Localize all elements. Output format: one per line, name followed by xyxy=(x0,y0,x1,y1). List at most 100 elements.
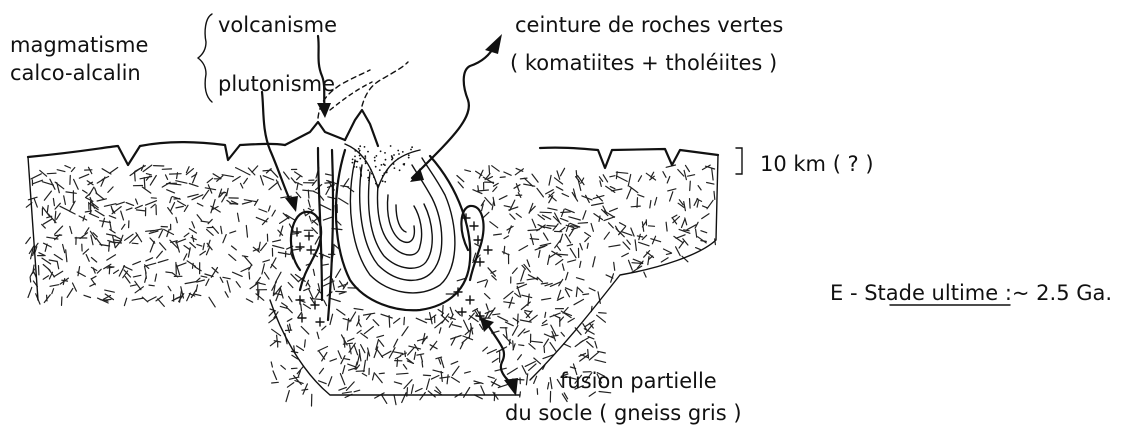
gneiss-dash xyxy=(133,261,141,264)
gneiss-dash xyxy=(637,198,638,208)
sediment-dot xyxy=(364,155,366,157)
gneiss-dash xyxy=(343,179,349,187)
gneiss-dash xyxy=(451,336,461,340)
sediment-dot xyxy=(352,162,354,164)
gneiss-dash xyxy=(487,350,496,354)
gneiss-dash xyxy=(548,383,549,389)
gneiss-dash xyxy=(517,283,524,284)
gneiss-dash xyxy=(336,269,341,277)
gneiss-dash xyxy=(422,362,423,367)
gneiss-dash xyxy=(697,199,702,201)
gneiss-dash xyxy=(146,258,153,261)
sediment-dot xyxy=(370,169,372,171)
gneiss-dash xyxy=(431,376,439,380)
gneiss-dash xyxy=(323,264,329,265)
gneiss-dash xyxy=(110,168,118,174)
gneiss-dash xyxy=(627,188,631,198)
gneiss-dash xyxy=(609,245,620,247)
gneiss-dash xyxy=(394,318,400,323)
gneiss-dash xyxy=(233,177,241,182)
gneiss-dash xyxy=(504,236,509,239)
sediment-dot xyxy=(381,164,383,166)
gneiss-dash xyxy=(610,208,618,211)
gneiss-dash xyxy=(148,297,156,301)
gneiss-dash xyxy=(414,352,415,359)
gneiss-dash xyxy=(289,296,292,301)
gneiss-dash xyxy=(500,177,505,178)
gneiss-dash xyxy=(321,205,331,210)
gneiss-dash xyxy=(220,277,223,282)
gneiss-dash xyxy=(411,385,413,394)
gneiss-dash xyxy=(236,282,240,288)
sediment-dot xyxy=(359,155,361,157)
gneiss-dash xyxy=(57,170,65,172)
gneiss-dash xyxy=(31,174,41,179)
gneiss-dash xyxy=(201,221,208,222)
gneiss-dash xyxy=(313,220,318,225)
gneiss-dash xyxy=(564,344,571,347)
gneiss-dash xyxy=(373,320,379,326)
gneiss-dash xyxy=(580,244,582,250)
gneiss-dash xyxy=(531,341,542,342)
gneiss-dash xyxy=(136,233,142,242)
gneiss-dash xyxy=(227,281,230,292)
gneiss-dash xyxy=(221,226,222,233)
gneiss-dash xyxy=(610,187,615,189)
gneiss-dash xyxy=(686,165,690,171)
label-ceinture-line1: ceinture de roches vertes xyxy=(515,13,783,37)
gneiss-dash xyxy=(668,189,676,191)
gneiss-dash xyxy=(348,338,354,341)
gneiss-dash xyxy=(273,371,277,380)
gneiss-dash xyxy=(324,300,327,305)
gneiss-dash xyxy=(197,203,203,206)
gneiss-dash xyxy=(71,168,74,172)
gneiss-dash xyxy=(562,194,568,197)
gneiss-dash xyxy=(55,235,62,236)
gneiss-dash xyxy=(159,230,163,238)
gneiss-dash xyxy=(442,306,443,316)
gneiss-dash xyxy=(166,272,172,273)
gneiss-dash xyxy=(698,237,707,243)
gneiss-dash xyxy=(381,314,392,318)
gneiss-dash xyxy=(126,208,132,210)
gneiss-dash xyxy=(409,346,421,349)
gneiss-dash xyxy=(158,260,168,263)
gneiss-dash xyxy=(548,255,550,264)
gneiss-dash xyxy=(570,249,576,258)
gneiss-dash xyxy=(589,352,598,360)
gneiss-dash xyxy=(532,174,538,182)
gneiss-dash xyxy=(447,375,448,384)
granite-plus xyxy=(305,232,313,240)
gneiss-dash xyxy=(707,183,714,185)
gneiss-dash xyxy=(28,197,37,200)
ceinture-arrowhead xyxy=(410,168,424,182)
gneiss-dash xyxy=(395,356,400,359)
gneiss-dash xyxy=(515,293,520,297)
gneiss-dash xyxy=(203,243,204,249)
gneiss-dash xyxy=(562,264,564,270)
gneiss-dash xyxy=(362,373,366,376)
sediment-dot xyxy=(393,163,395,165)
gneiss-dash xyxy=(67,289,73,298)
gneiss-dash xyxy=(62,280,68,281)
gneiss-dash xyxy=(30,277,31,282)
gneiss-dash xyxy=(122,224,125,229)
gneiss-dash xyxy=(83,216,85,221)
gneiss-dash xyxy=(487,177,492,180)
gneiss-dash xyxy=(402,327,408,336)
sediment-dot xyxy=(408,154,410,156)
gneiss-dash xyxy=(323,281,334,286)
gneiss-dash xyxy=(389,348,395,358)
gneiss-dash xyxy=(209,297,215,307)
gneiss-dash xyxy=(684,202,686,211)
gneiss-dash xyxy=(529,203,533,213)
gneiss-dash xyxy=(578,288,583,293)
gneiss-dash xyxy=(63,245,65,253)
gneiss-dash xyxy=(682,220,685,228)
gneiss-dash xyxy=(105,294,113,300)
gneiss-dash xyxy=(469,328,471,339)
gneiss-dash xyxy=(42,224,46,228)
gneiss-dash xyxy=(125,277,130,284)
gneiss-dash xyxy=(238,213,240,221)
gneiss-dash xyxy=(60,206,70,211)
